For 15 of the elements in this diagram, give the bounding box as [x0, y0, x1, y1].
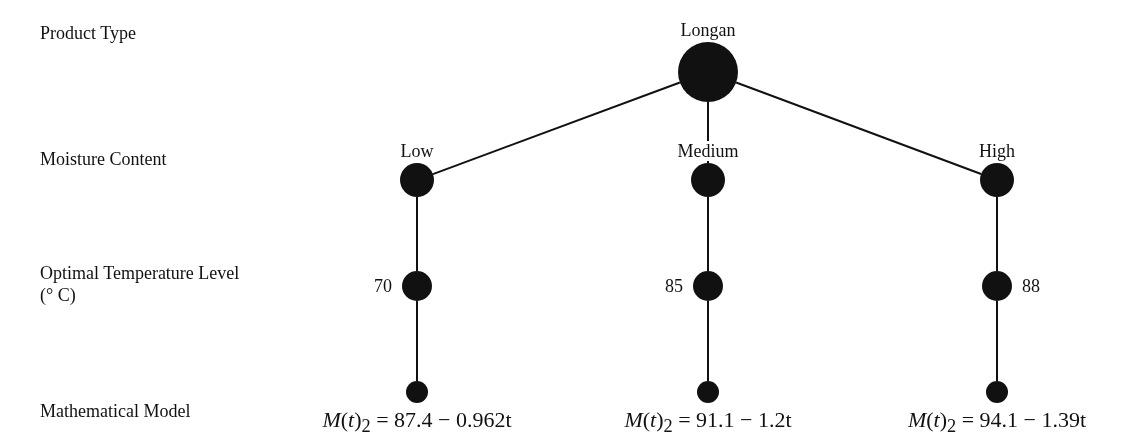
connector-line [996, 196, 998, 272]
connector-line [735, 81, 983, 176]
node-label: High [977, 141, 1017, 161]
level-label: Moisture Content [40, 148, 168, 170]
level-label: Product Type [40, 22, 137, 44]
connector-line [416, 300, 418, 382]
connector-line [416, 196, 418, 272]
node-label: Longan [678, 20, 738, 40]
connector-line [996, 300, 998, 382]
level-label: Optimal Temperature Level (° C) [40, 262, 240, 306]
connector-line [431, 81, 681, 176]
level-label: Mathematical Model [40, 400, 192, 422]
connector-line [707, 196, 709, 272]
node-label: Medium [675, 141, 741, 161]
connector-line [707, 300, 709, 382]
